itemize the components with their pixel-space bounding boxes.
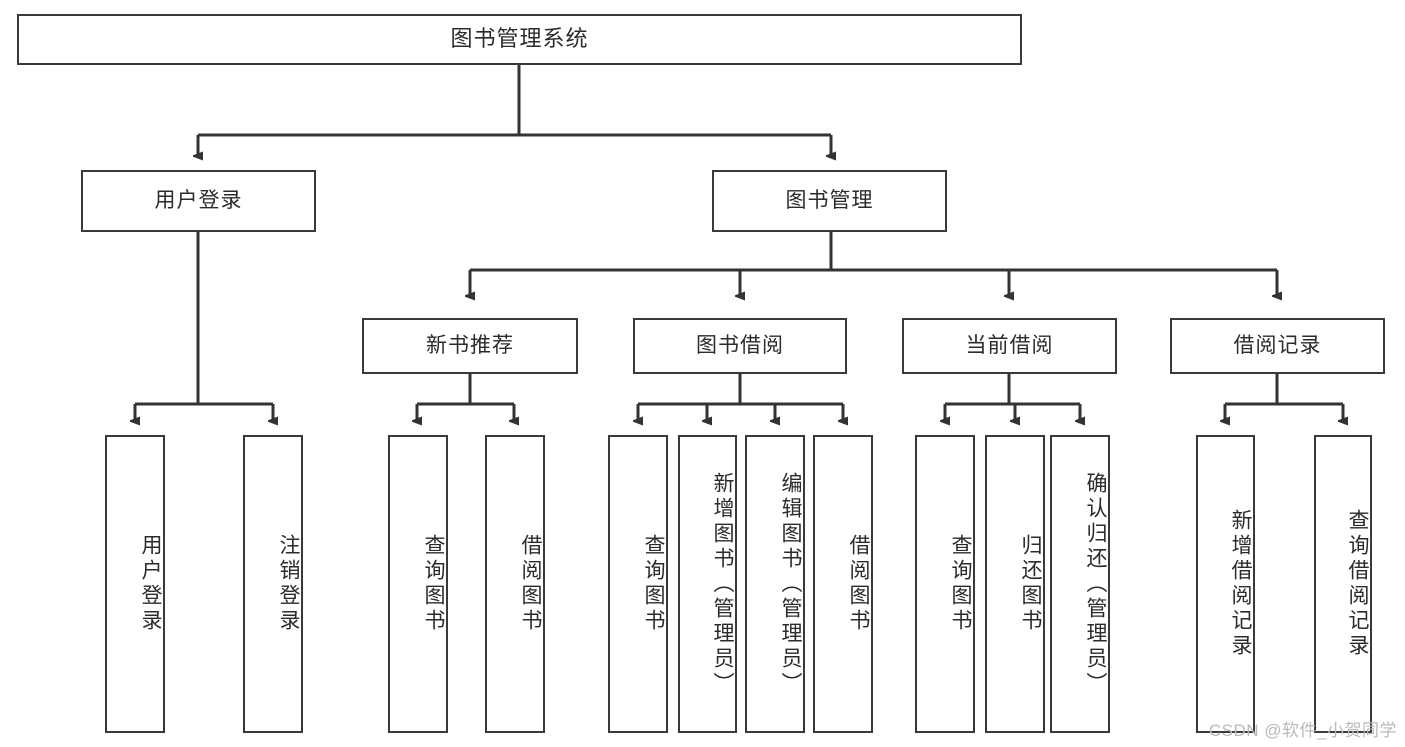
node-user-login[interactable]: 用户登录	[81, 170, 316, 232]
csdn-watermark: CSDN @软件_小贺同学	[1208, 721, 1397, 740]
node-borrow-record[interactable]: 借阅记录	[1170, 318, 1385, 374]
node-root-system[interactable]: 图书管理系统	[17, 14, 1022, 65]
node-label: 图书管理系统	[450, 26, 589, 52]
node-label: 新增借阅记录	[1229, 509, 1252, 659]
leaf-confirm-return-admin[interactable]: 确认归还（管理员）	[1050, 435, 1110, 733]
node-label: 注销登录	[277, 534, 300, 634]
leaf-return-book[interactable]: 归还图书	[985, 435, 1045, 733]
leaf-edit-book-admin[interactable]: 编辑图书（管理员）	[745, 435, 805, 733]
node-label: 借阅图书	[847, 534, 870, 634]
node-label: 新书推荐	[426, 334, 514, 358]
node-label: 借阅记录	[1233, 334, 1322, 358]
node-label: 查询图书	[949, 534, 972, 634]
leaf-user-login[interactable]: 用户登录	[105, 435, 165, 733]
leaf-add-book-admin[interactable]: 新增图书（管理员）	[678, 435, 737, 733]
node-label: 用户登录	[154, 189, 243, 213]
node-label: 图书管理	[785, 189, 874, 213]
node-label: 图书借阅	[696, 334, 784, 358]
leaf-borrow-book-recommend[interactable]: 借阅图书	[485, 435, 545, 733]
node-label: 确认归还（管理员）	[1084, 471, 1107, 697]
node-label: 新增图书（管理员）	[711, 471, 734, 697]
node-new-book-recommend[interactable]: 新书推荐	[362, 318, 578, 374]
node-label: 当前借阅	[965, 334, 1054, 358]
node-label: 借阅图书	[519, 534, 542, 634]
node-book-borrow[interactable]: 图书借阅	[633, 318, 847, 374]
node-label: 用户登录	[139, 534, 162, 634]
leaf-query-book-recommend[interactable]: 查询图书	[388, 435, 448, 733]
node-label: 归还图书	[1019, 534, 1042, 634]
node-label: 查询借阅记录	[1346, 509, 1369, 659]
leaf-logout[interactable]: 注销登录	[243, 435, 303, 733]
node-label: 查询图书	[422, 534, 445, 634]
leaf-add-borrow-record[interactable]: 新增借阅记录	[1196, 435, 1255, 733]
leaf-query-book-borrow[interactable]: 查询图书	[608, 435, 668, 733]
leaf-query-borrow-record[interactable]: 查询借阅记录	[1314, 435, 1372, 733]
node-book-manage[interactable]: 图书管理	[712, 170, 947, 232]
leaf-borrow-book[interactable]: 借阅图书	[813, 435, 873, 733]
node-current-borrow[interactable]: 当前借阅	[902, 318, 1117, 374]
node-label: 查询图书	[642, 534, 665, 634]
leaf-query-book-current[interactable]: 查询图书	[915, 435, 975, 733]
node-label: 编辑图书（管理员）	[779, 471, 802, 697]
